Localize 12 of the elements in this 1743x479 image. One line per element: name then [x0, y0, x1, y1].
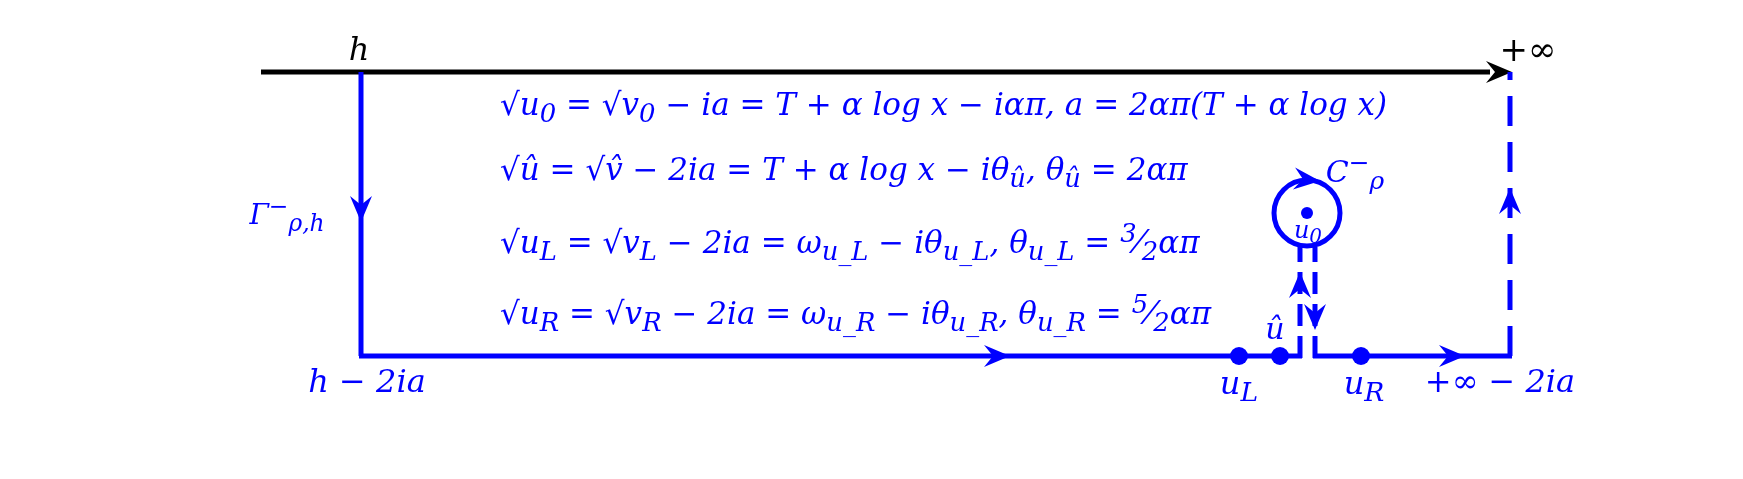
- point-label: h − 2ia: [308, 364, 426, 400]
- point-label: u$_{R}$: [1343, 365, 1385, 407]
- point-label: h: [348, 32, 370, 68]
- point-label: +∞ − 2ia: [1424, 364, 1576, 400]
- point-label: +∞: [1499, 31, 1557, 69]
- equation: √u$_{L}$ = √v$_{L}$ − 2ia = ω$_{u_L}$ − iθ$_{u_L}$, θ$_{u_L}$ = $^{3}$⁄$_{2}$απ: [500, 218, 1200, 266]
- equation: √û = √v̂ − 2ia = T + α log x − iθ$_{û}$, θ$_{û}$ = 2απ: [500, 151, 1188, 193]
- equation: √u$_{R}$ = √v$_{R}$ − 2ia = ω$_{u_R}$ − iθ$_{u_R}$, θ$_{u_R}$ = $^{5}$⁄$_{2}$απ: [500, 289, 1212, 337]
- point-label: u$_{0}$: [1293, 216, 1323, 248]
- equation: √u$_{0}$ = √v$_{0}$ − ia = T + α log x − iαπ, a = 2απ(T + α log x): [500, 86, 1388, 128]
- point-label: û: [1265, 311, 1285, 345]
- point-label: u$_{L}$: [1219, 365, 1259, 407]
